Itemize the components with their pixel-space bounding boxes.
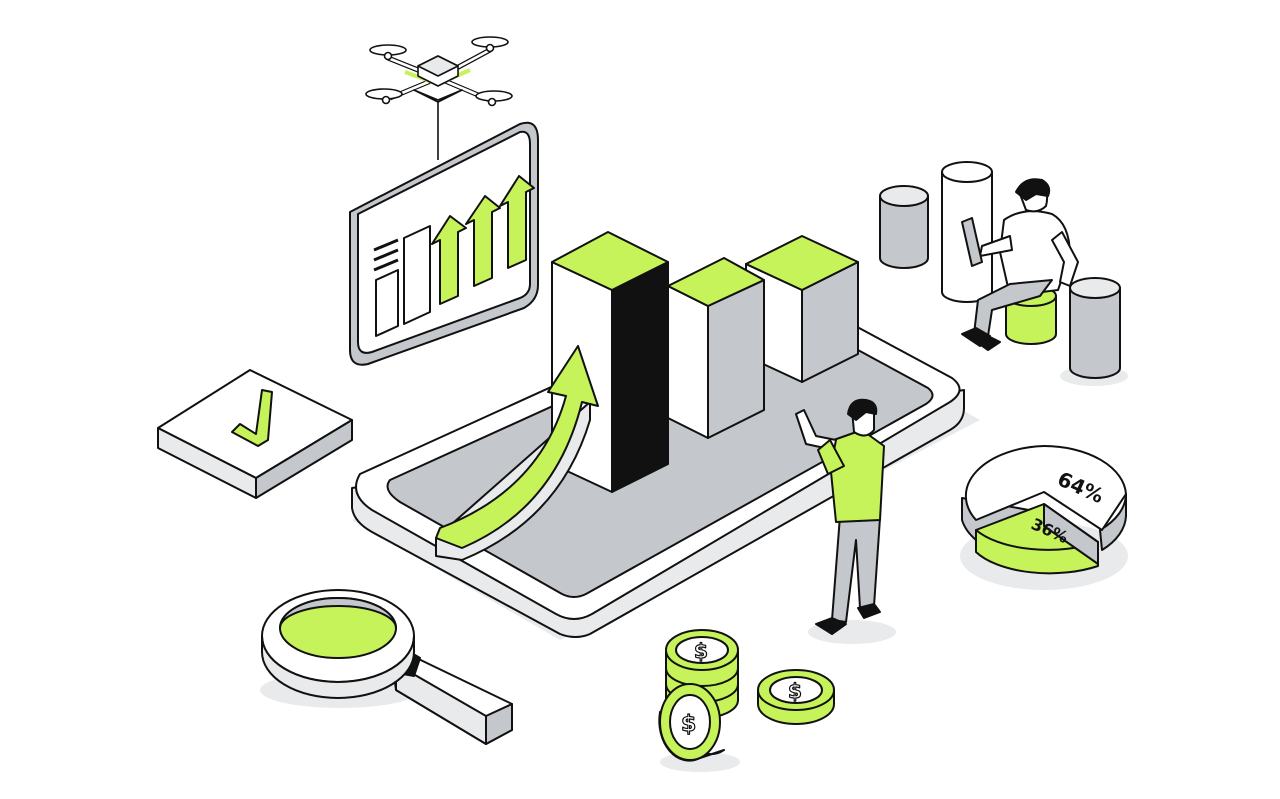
cylinder-icon xyxy=(879,185,929,269)
sitting-person-figure xyxy=(961,178,1079,351)
checkmark-tile-icon xyxy=(157,369,353,499)
bar-block-2 xyxy=(667,257,765,439)
pie-chart-icon: 64% 36% xyxy=(960,444,1128,590)
standing-person-figure xyxy=(795,398,896,644)
coin-symbol: $ xyxy=(681,712,696,737)
drone-icon xyxy=(365,36,513,160)
coin-symbol: $ xyxy=(694,639,708,663)
magnifier-icon xyxy=(260,589,513,745)
monitor-chart-icon xyxy=(349,121,539,366)
coin-stack-icon: $ $ $ xyxy=(658,629,835,772)
growth-arrow-icon xyxy=(435,345,599,561)
coin-symbol: $ xyxy=(788,679,802,703)
cylinder-icon xyxy=(1069,277,1121,379)
